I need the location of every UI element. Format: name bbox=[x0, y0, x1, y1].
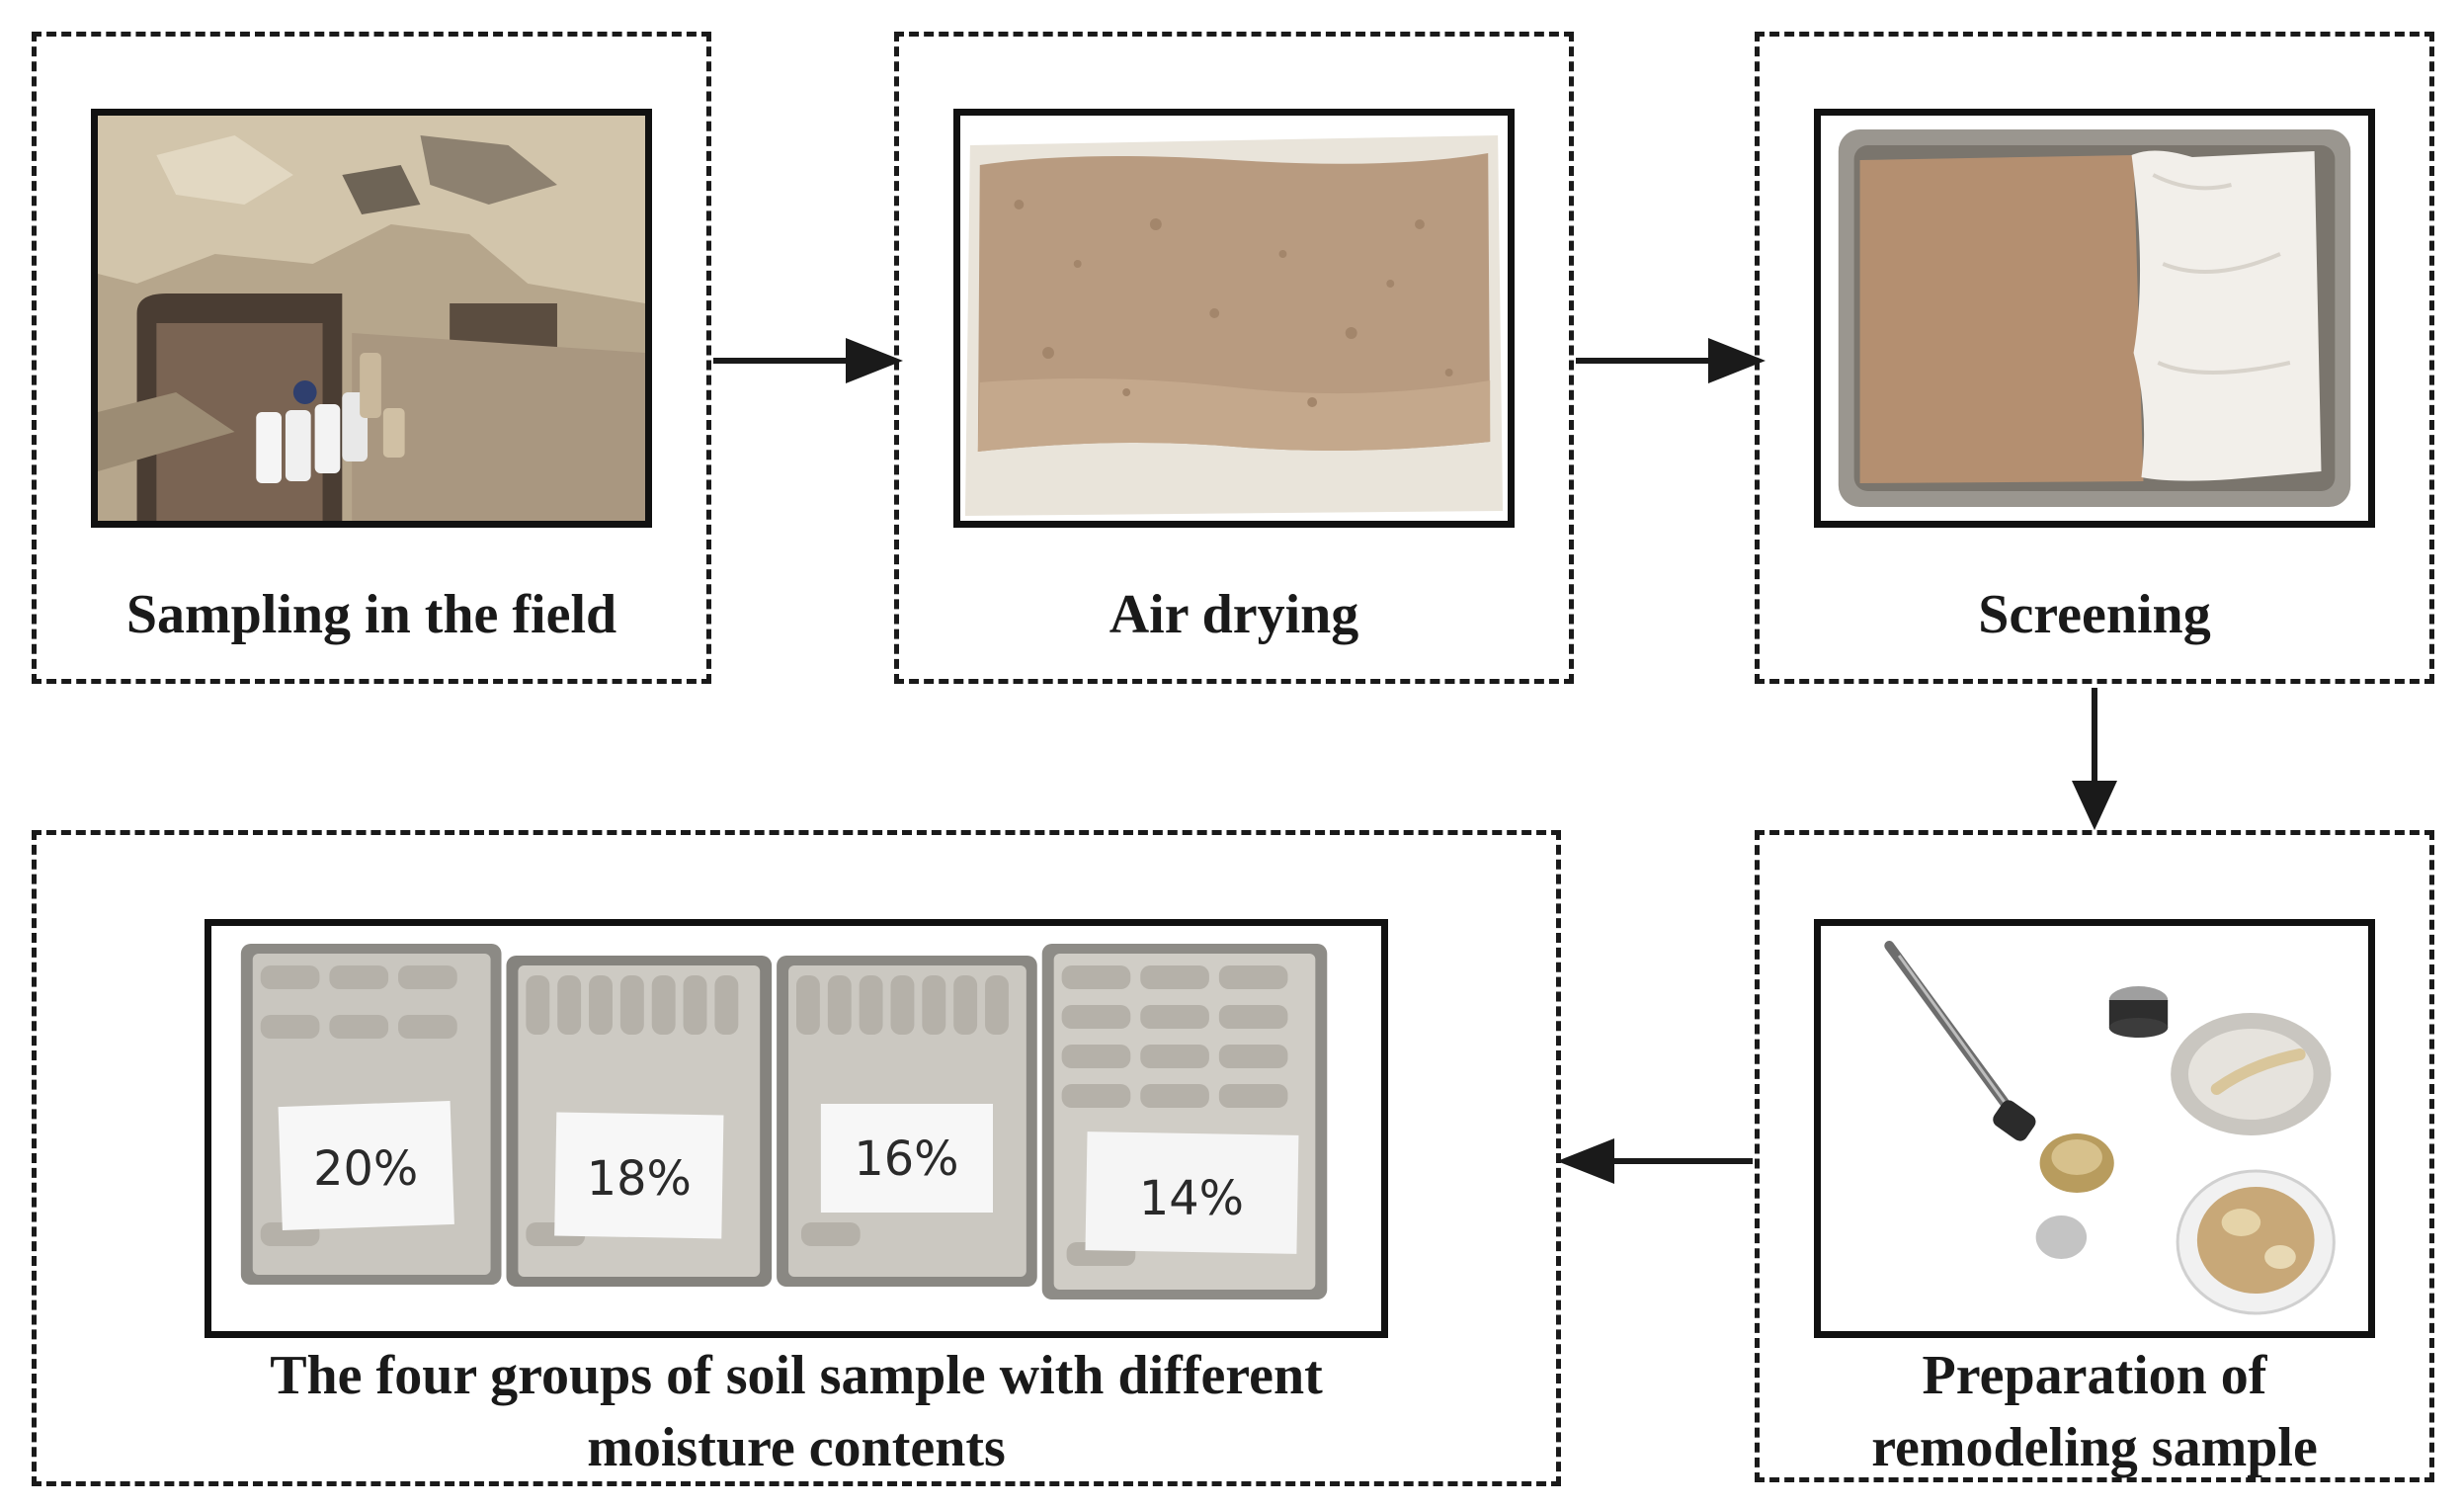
step-box-sampling bbox=[32, 32, 711, 684]
step-label-groups-line2: moisture contents bbox=[587, 1417, 1006, 1478]
step-box-screening bbox=[1755, 32, 2434, 684]
groups-photo: 20% 18% 16% 14% bbox=[205, 919, 1388, 1338]
air-drying-photo bbox=[953, 109, 1515, 528]
step-box-air-drying bbox=[894, 32, 1574, 684]
arrow-preparation-to-groups bbox=[1557, 1138, 1753, 1184]
screening-photo bbox=[1814, 109, 2375, 528]
step-label-sampling: Sampling in the field bbox=[125, 584, 617, 645]
step-box-groups bbox=[32, 830, 1561, 1486]
step-box-preparation bbox=[1755, 830, 2434, 1482]
step-label-preparation-line1: Preparation of bbox=[1922, 1345, 2267, 1406]
moisture-tag-20: 20% bbox=[313, 1142, 418, 1197]
moisture-tag-18: 18% bbox=[587, 1152, 692, 1207]
step-label-screening: Screening bbox=[1978, 584, 2211, 645]
sampling-photo bbox=[91, 109, 652, 528]
step-label-preparation-line2: remodeling sample bbox=[1871, 1417, 2318, 1478]
moisture-tag-16: 16% bbox=[854, 1132, 958, 1187]
step-label-groups-line1: The four groups of soil sample with diff… bbox=[270, 1345, 1323, 1406]
arrow-screening-to-preparation bbox=[2072, 688, 2117, 830]
arrow-air-drying-to-screening bbox=[1576, 338, 1766, 383]
arrow-sampling-to-air-drying bbox=[713, 338, 903, 383]
moisture-tag-14: 14% bbox=[1139, 1172, 1244, 1226]
preparation-photo bbox=[1814, 919, 2375, 1338]
step-label-air-drying: Air drying bbox=[1109, 584, 1359, 645]
